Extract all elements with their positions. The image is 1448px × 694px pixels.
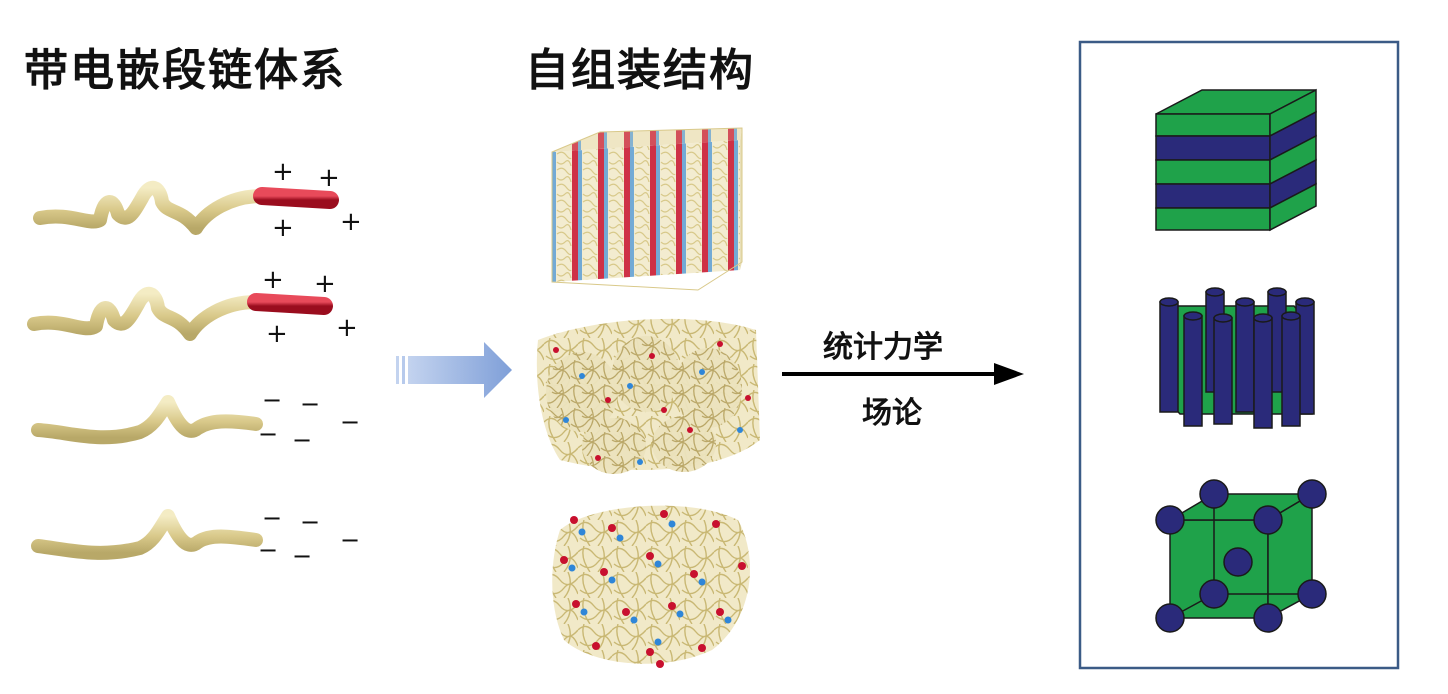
- svg-text:−: −: [340, 408, 360, 436]
- black-arrow-icon: [782, 363, 1024, 385]
- lamellar-structure-image: [551, 127, 743, 291]
- svg-text:−: −: [258, 420, 278, 448]
- chain-3: − − − − −: [31, 386, 360, 454]
- svg-text:−: −: [300, 390, 320, 418]
- charged-block-chain-title: 带电嵌段链体系: [24, 45, 346, 96]
- svg-text:+: +: [318, 163, 340, 193]
- svg-text:−: −: [258, 536, 278, 564]
- svg-text:−: −: [300, 508, 320, 536]
- svg-text:+: +: [266, 319, 288, 349]
- wide-arrow-icon: [396, 342, 512, 398]
- svg-text:+: +: [272, 157, 294, 187]
- statistical-mechanics-label: 统计力学: [823, 330, 943, 365]
- cylinder-structure-image: [536, 318, 760, 474]
- field-theory-label: 场论: [862, 396, 922, 431]
- chain-2: + + + +: [27, 265, 358, 349]
- bcc-sphere-phase-icon: [1155, 479, 1327, 633]
- chain-4: − − − − −: [31, 504, 360, 570]
- svg-text:−: −: [292, 426, 312, 454]
- svg-text:+: +: [272, 213, 294, 243]
- svg-text:+: +: [336, 313, 358, 343]
- cylinder-phase-icon: [1159, 287, 1315, 429]
- svg-text:−: −: [340, 526, 360, 554]
- svg-text:+: +: [314, 269, 336, 299]
- lamellar-phase-icon: [1155, 88, 1317, 232]
- svg-text:−: −: [262, 504, 282, 532]
- svg-text:+: +: [340, 207, 362, 237]
- svg-text:−: −: [262, 386, 282, 414]
- svg-text:−: −: [292, 542, 312, 570]
- chain-1: + + + +: [33, 157, 362, 243]
- spherical-structure-image: [552, 505, 751, 668]
- svg-text:+: +: [262, 265, 284, 295]
- self-assembly-title: 自组装结构: [525, 45, 755, 96]
